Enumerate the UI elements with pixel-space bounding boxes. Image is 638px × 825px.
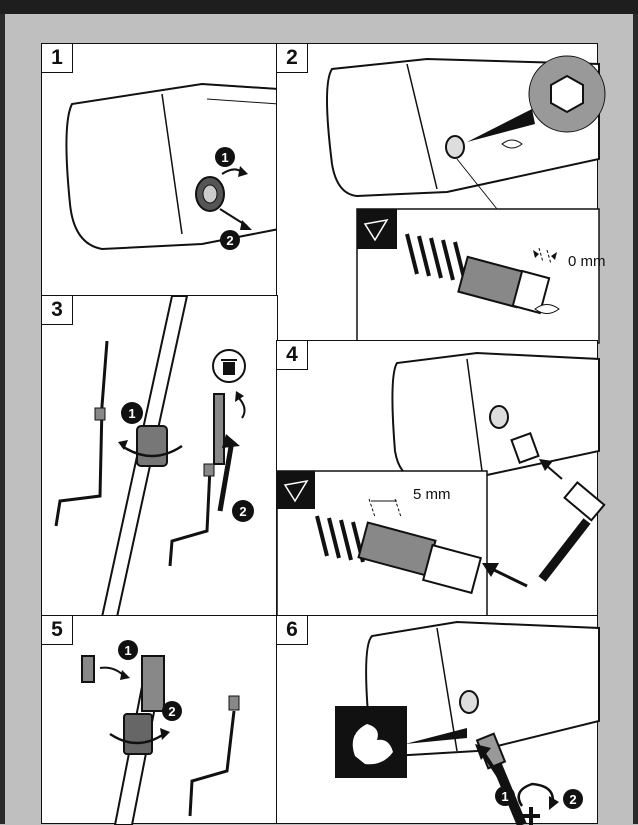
svg-text:2: 2 (168, 704, 175, 719)
end-cap (445, 135, 465, 159)
step-6-illustration: 1 2 (335, 620, 600, 825)
svg-text:1: 1 (128, 406, 135, 421)
instruction-sheet: 1 1 2 2 (41, 43, 606, 825)
step-1-illustration: 1 2 (65, 82, 280, 251)
step-1-panel: 1 1 2 (41, 43, 280, 296)
callout-2: 2 (220, 230, 240, 250)
step-4-panel: 4 5 mm (276, 340, 606, 618)
step-4-illustration: 5 mm (276, 351, 606, 618)
hammer-icon (538, 481, 606, 582)
spring (405, 233, 467, 283)
svg-text:1: 1 (501, 789, 508, 804)
svg-text:2: 2 (569, 792, 576, 807)
right-frame-edge (633, 14, 638, 824)
step-5-illustration: 1 2 (81, 640, 240, 825)
top-bar (0, 0, 638, 14)
step-number: 5 (41, 615, 73, 645)
left-frame-edge (0, 14, 5, 824)
svg-text:2: 2 (226, 233, 233, 248)
step-3-panel: 3 1 2 (41, 295, 278, 618)
step-number: 3 (41, 295, 73, 325)
step-6-panel: 6 1 2 (276, 615, 600, 825)
step-3-illustration: 1 2 (54, 295, 254, 618)
svg-text:1: 1 (124, 643, 131, 658)
callout-1: 1 (215, 147, 235, 167)
step-number: 1 (41, 43, 73, 73)
measurement-label: 5 mm (413, 486, 451, 503)
measurement-label: 0 mm (568, 253, 606, 270)
step-number: 2 (276, 43, 308, 73)
step-number: 4 (276, 340, 308, 370)
svg-text:1: 1 (221, 150, 228, 165)
step-number: 6 (276, 615, 308, 645)
step-2-panel: 2 0 mm (276, 43, 606, 344)
step-2-illustration: 0 mm (326, 55, 606, 344)
svg-text:2: 2 (239, 504, 246, 519)
step-5-panel: 5 1 2 (41, 615, 278, 825)
adjuster-sleeve (136, 425, 168, 467)
